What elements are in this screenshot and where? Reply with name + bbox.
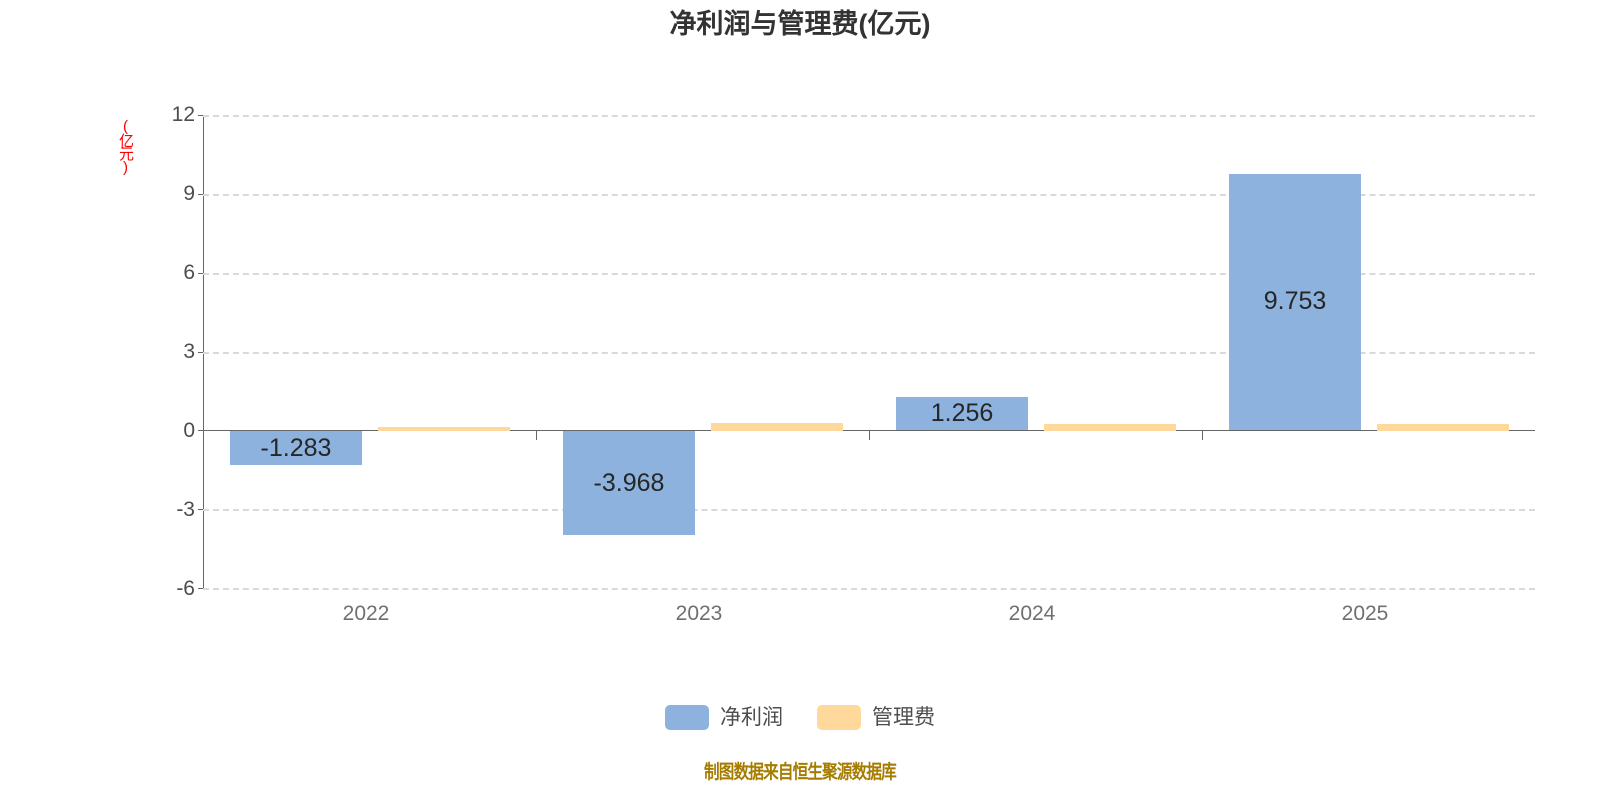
legend-swatch-icon-net-profit (665, 705, 709, 730)
legend-item-management-fee[interactable]: 管理费 (817, 705, 935, 730)
y-tick-mark-6 (198, 273, 204, 274)
y-tick-label-12: 12 (171, 103, 195, 126)
y-tick-label-9: 9 (183, 182, 195, 205)
legend-item-net-profit[interactable]: 净利润 (665, 705, 783, 730)
y-tick-label-neg6: -6 (176, 577, 195, 600)
gridline-neg3 (203, 509, 1535, 511)
x-tick-label-2022: 2022 (342, 602, 390, 625)
gridline-neg6 (203, 588, 1535, 590)
legend-label-net-profit: 净利润 (720, 706, 783, 729)
gridline-zero (203, 430, 1535, 431)
bar-value-label-2025: 9.753 (1263, 287, 1327, 315)
y-axis-unit-label: (亿元) (117, 118, 134, 174)
category-separator-3 (1202, 431, 1203, 440)
y-tick-label-0: 0 (183, 419, 195, 442)
y-tick-mark-9 (198, 194, 204, 195)
bar-fee-2022[interactable] (378, 427, 510, 431)
bar-profit-2023[interactable] (563, 431, 695, 535)
bar-value-label-2022: -1.283 (260, 434, 332, 462)
bar-fee-2024[interactable] (1044, 424, 1176, 431)
x-tick-label-2024: 2024 (1008, 602, 1056, 625)
bar-fee-2025[interactable] (1377, 424, 1509, 431)
y-tick-mark-3 (198, 352, 204, 353)
y-tick-mark-0 (198, 430, 204, 431)
y-tick-mark-neg6 (198, 588, 204, 589)
gridline-9 (203, 194, 1535, 196)
y-axis-line (203, 115, 204, 588)
x-tick-label-2025: 2025 (1341, 602, 1389, 625)
bar-profit-2025[interactable] (1229, 174, 1361, 430)
bar-profit-2022[interactable] (230, 431, 362, 465)
y-tick-label-6: 6 (183, 261, 195, 284)
footer-watermark: 制图数据来自恒生聚源数据库 (704, 762, 897, 783)
x-tick-label-2023: 2023 (675, 602, 723, 625)
category-separator-1 (536, 431, 537, 440)
gridline-12 (203, 115, 1535, 117)
bar-value-label-2023: -3.968 (593, 469, 665, 497)
bar-profit-2024[interactable] (896, 397, 1028, 430)
legend-label-management-fee: 管理费 (872, 706, 935, 729)
gridline-3 (203, 352, 1535, 354)
chart-title: 净利润与管理费(亿元) (669, 9, 931, 39)
bar-fee-2023[interactable] (711, 423, 843, 431)
y-tick-mark-neg3 (198, 509, 204, 510)
y-tick-label-3: 3 (183, 340, 195, 363)
y-tick-mark-12 (198, 115, 204, 116)
y-tick-label-neg3: -3 (176, 498, 195, 521)
chart-legend: 净利润 管理费 (0, 705, 1600, 730)
plot-area: -1.283 -3.968 1.256 9.753 (203, 115, 1535, 590)
legend-swatch-icon-management-fee (817, 705, 861, 730)
gridline-6 (203, 273, 1535, 275)
bar-value-label-2024: 1.256 (930, 399, 994, 427)
category-separator-2 (869, 431, 870, 440)
